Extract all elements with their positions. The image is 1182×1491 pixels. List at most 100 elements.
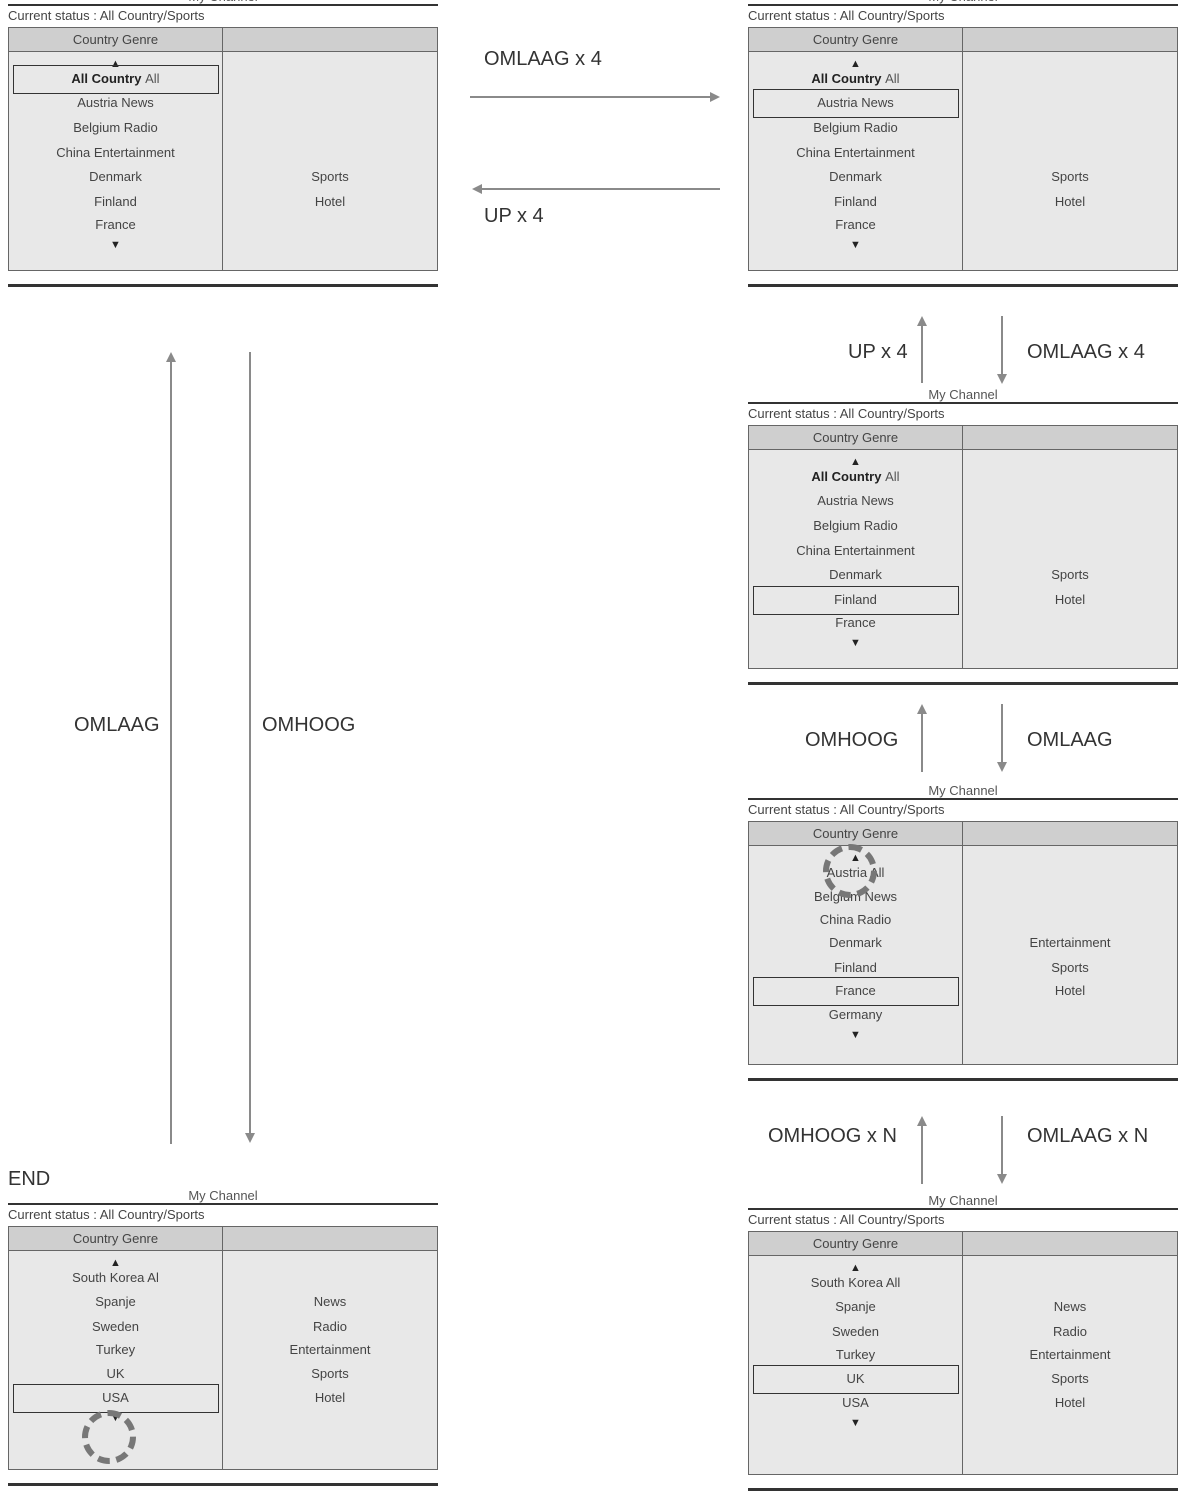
- country-item[interactable]: China Entertainment: [749, 143, 962, 163]
- genre-item[interactable]: Entertainment: [1029, 1347, 1111, 1362]
- country-item[interactable]: Belgium Radio: [9, 118, 222, 138]
- footer-rule: [748, 682, 1178, 685]
- country-item[interactable]: China Entertainment: [749, 541, 962, 561]
- label-omlaag-right: OMLAAG: [1027, 729, 1113, 751]
- country-item-label: All Country: [71, 71, 142, 86]
- country-item[interactable]: Austria News: [749, 93, 962, 113]
- country-item[interactable]: All Country All: [9, 69, 222, 89]
- label-up-x4-right: UP x 4: [848, 341, 908, 363]
- label-omlaag-x4-top: OMLAAG x 4: [484, 48, 602, 70]
- column-header: Country Genre: [812, 32, 899, 47]
- genre-item[interactable]: Hotel: [1054, 194, 1086, 209]
- genre-item[interactable]: Hotel: [1054, 1395, 1086, 1410]
- genre-item[interactable]: Sports: [1051, 169, 1089, 184]
- country-item-label: Belgium Radio: [813, 518, 898, 533]
- genre-item[interactable]: Sports: [1051, 960, 1089, 975]
- column-divider: [962, 822, 963, 1064]
- country-item[interactable]: Finland: [749, 192, 962, 212]
- country-item[interactable]: France: [9, 215, 222, 235]
- country-item-label: Turkey: [95, 1342, 136, 1357]
- scroll-up-icon[interactable]: ▲: [850, 1262, 861, 1274]
- country-item-label: Austria News: [817, 95, 894, 110]
- country-item[interactable]: South Korea Al: [9, 1268, 222, 1288]
- country-item[interactable]: Sweden: [749, 1322, 962, 1342]
- scroll-down-icon[interactable]: ▼: [850, 1029, 861, 1041]
- scroll-up-icon[interactable]: ▲: [850, 456, 861, 468]
- footer-rule: [8, 1483, 438, 1486]
- country-item[interactable]: Spanje: [9, 1292, 222, 1312]
- scroll-down-icon[interactable]: ▼: [850, 1417, 861, 1429]
- country-item[interactable]: UK: [749, 1369, 962, 1389]
- country-item[interactable]: France: [749, 215, 962, 235]
- screen-header: My Channel: [928, 387, 998, 402]
- selection-highlight: [753, 1365, 959, 1394]
- country-item-label: Finland: [834, 592, 877, 607]
- scroll-up-icon[interactable]: ▲: [110, 1257, 121, 1269]
- country-item-label: Turkey: [835, 1347, 876, 1362]
- panel-header: Country Genre: [9, 1227, 437, 1251]
- genre-item[interactable]: Hotel: [314, 194, 346, 209]
- genre-item[interactable]: Hotel: [1054, 983, 1086, 998]
- country-item[interactable]: USA: [9, 1388, 222, 1408]
- status-text: Current status : All Country/Sports: [748, 8, 945, 23]
- country-item[interactable]: Austria News: [9, 93, 222, 113]
- country-item[interactable]: Denmark: [749, 933, 962, 953]
- country-item[interactable]: France: [749, 981, 962, 1001]
- country-item[interactable]: Denmark: [749, 167, 962, 187]
- genre-item[interactable]: Sports: [311, 1366, 349, 1381]
- scroll-up-icon[interactable]: ▲: [850, 58, 861, 70]
- country-item-label: France: [835, 983, 876, 998]
- scroll-down-icon[interactable]: ▼: [850, 239, 861, 251]
- country-item[interactable]: Spanje: [749, 1297, 962, 1317]
- genre-item[interactable]: Entertainment: [289, 1342, 371, 1357]
- country-item[interactable]: Austria News: [749, 491, 962, 511]
- scroll-down-icon[interactable]: ▼: [110, 239, 121, 251]
- country-item[interactable]: Finland: [749, 590, 962, 610]
- country-item[interactable]: Belgium Radio: [749, 118, 962, 138]
- country-item[interactable]: China Entertainment: [9, 143, 222, 163]
- genre-item[interactable]: Hotel: [314, 1390, 346, 1405]
- country-item[interactable]: France: [749, 613, 962, 633]
- genre-item[interactable]: Radio: [313, 1319, 347, 1334]
- genre-item[interactable]: Radio: [1053, 1324, 1087, 1339]
- country-item-label: Denmark: [829, 169, 882, 184]
- country-item[interactable]: Denmark: [749, 565, 962, 585]
- country-item[interactable]: Finland: [9, 192, 222, 212]
- country-item[interactable]: Germany: [749, 1005, 962, 1025]
- country-item[interactable]: Denmark: [9, 167, 222, 187]
- country-item[interactable]: UK: [9, 1364, 222, 1384]
- country-item-label: Spanje: [95, 1294, 136, 1309]
- status-text: Current status : All Country/Sports: [748, 406, 945, 421]
- genre-item[interactable]: News: [313, 1294, 347, 1309]
- country-item-label: Finland: [94, 194, 137, 209]
- country-item[interactable]: China Radio: [749, 910, 962, 930]
- country-item-label: China Entertainment: [796, 543, 915, 558]
- column-divider: [962, 1232, 963, 1474]
- genre-item[interactable]: Sports: [1051, 567, 1089, 582]
- panel-header: Country Genre: [749, 28, 1177, 52]
- scroll-down-icon[interactable]: ▼: [850, 637, 861, 649]
- country-item[interactable]: Sweden: [9, 1317, 222, 1337]
- country-item[interactable]: USA: [749, 1393, 962, 1413]
- genre-item[interactable]: News: [1053, 1299, 1087, 1314]
- panel-header: Country Genre: [749, 822, 1177, 846]
- scroll-up-icon[interactable]: ▲: [110, 58, 121, 70]
- genre-item[interactable]: Entertainment: [1029, 935, 1111, 950]
- country-item[interactable]: Finland: [749, 958, 962, 978]
- country-item[interactable]: Turkey: [9, 1340, 222, 1360]
- country-item[interactable]: Belgium Radio: [749, 516, 962, 536]
- country-item[interactable]: All Country All: [749, 467, 962, 487]
- country-item[interactable]: All Country All: [749, 69, 962, 89]
- screen-header: My Channel: [748, 0, 1178, 5]
- country-item-label: Sweden: [92, 1319, 139, 1334]
- genre-item[interactable]: Hotel: [1054, 592, 1086, 607]
- country-item[interactable]: South Korea All: [749, 1273, 962, 1293]
- column-header: Country Genre: [72, 32, 159, 47]
- genre-item[interactable]: Sports: [311, 169, 349, 184]
- genre-item[interactable]: Sports: [1051, 1371, 1089, 1386]
- footer-rule: [748, 1078, 1178, 1081]
- country-item[interactable]: Turkey: [749, 1345, 962, 1365]
- label-end: END: [8, 1168, 51, 1190]
